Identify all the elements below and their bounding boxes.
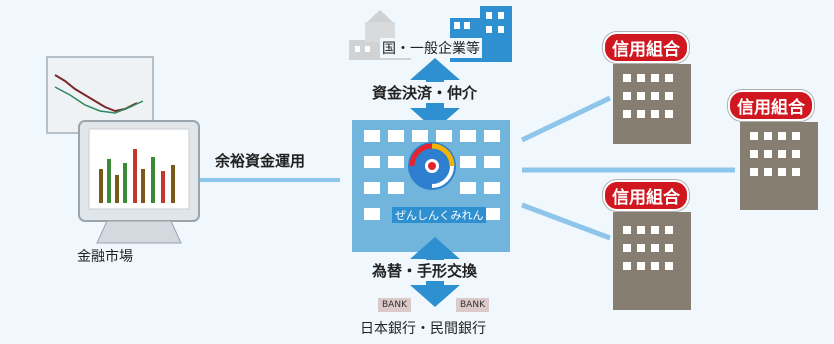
- connector-union-bottom: [521, 202, 611, 241]
- credit-union-badge-3: 信用組合: [603, 180, 689, 211]
- financial-market-label: 金融市場: [77, 249, 133, 265]
- credit-union-building-2: [740, 122, 818, 210]
- banks-label: 日本銀行・民間銀行: [360, 321, 486, 337]
- logo-text: ぜんしんくみれん: [392, 207, 487, 223]
- bank-chip-1: BANK: [378, 298, 411, 312]
- exchange-label: 為替・手形交換: [368, 260, 482, 281]
- zenshinkumiren-logo-icon: [408, 142, 456, 190]
- credit-union-badge-1: 信用組合: [603, 32, 689, 63]
- settlement-label: 資金決済・仲介: [368, 82, 482, 103]
- financial-market-group: 金融市場: [45, 55, 215, 265]
- connector-union-top: [520, 95, 612, 143]
- bank-chip-2: BANK: [456, 298, 489, 312]
- credit-union-badge-2: 信用組合: [728, 90, 814, 121]
- computer-monitor-icon: [78, 120, 200, 244]
- government-enterprise-label: 国・一般企業等: [380, 38, 482, 58]
- fund-management-label: 余裕資金運用: [215, 152, 306, 170]
- credit-union-building-3: [613, 212, 691, 310]
- credit-union-building-1: [613, 64, 691, 144]
- government-enterprise-group: 国・一般企業等: [345, 2, 520, 64]
